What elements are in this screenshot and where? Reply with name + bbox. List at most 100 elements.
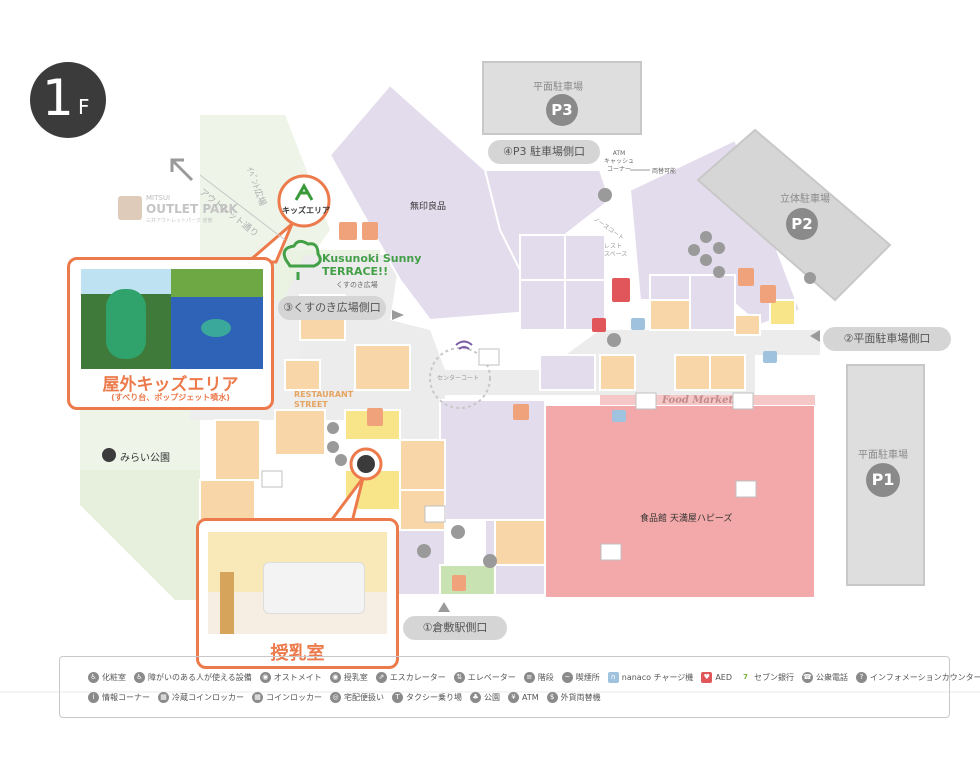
- restaurant-label-1: RESTAURANT: [294, 390, 354, 399]
- parking-p2-badge-text: P2: [791, 215, 813, 233]
- nanaco-icon: n: [607, 672, 619, 683]
- nanaco-icon: [631, 318, 645, 330]
- store-p2[interactable]: [354, 344, 411, 391]
- cold-locker-icon: ▦: [158, 692, 169, 703]
- legend: ♿化粧室♿障がいのある人が使える設備◉オストメイト◉授乳室⇗エスカレーター⇅エレ…: [59, 656, 980, 718]
- legend-item: ☎公衆電話: [802, 672, 848, 683]
- tree-icon: [282, 239, 322, 280]
- kids-marker[interactable]: [277, 174, 331, 228]
- parking-p3-badge-text: P3: [551, 101, 573, 119]
- legend-label: セブン銀行: [754, 673, 794, 682]
- legend-label: 喫煙所: [575, 673, 600, 682]
- atm-icon: ¥: [508, 692, 519, 703]
- parking-p3-badge: P3: [546, 94, 578, 126]
- northwest-arrow-icon: [170, 158, 194, 182]
- park-icon: [102, 448, 116, 462]
- store-c8[interactable]: [439, 399, 546, 521]
- store-p10[interactable]: [709, 354, 746, 391]
- legend-item: $外貨両替機: [546, 692, 601, 703]
- legend-item: ◉授乳室: [329, 672, 368, 683]
- entrance-1-pill[interactable]: ①倉敷駅側口: [403, 616, 507, 640]
- seven-bank-icon: 7: [740, 672, 751, 683]
- store-g1[interactable]: [439, 564, 496, 596]
- legend-label: エスカレーター: [389, 673, 446, 682]
- store-p5[interactable]: [199, 479, 256, 521]
- legend-label: nanaco チャージ機: [621, 673, 694, 682]
- store-p15[interactable]: [769, 299, 796, 326]
- store-c10[interactable]: [394, 529, 446, 596]
- legend-label: タクシー乗り場: [406, 693, 462, 702]
- store-p4[interactable]: [274, 409, 326, 456]
- nursing-card[interactable]: 授乳室: [196, 518, 399, 669]
- entrance-2-pill[interactable]: ②平面駐車場側口: [823, 327, 951, 351]
- store-p6[interactable]: [399, 439, 446, 491]
- legend-label: 障がいのある人が使える設備: [148, 673, 252, 682]
- outlet-logo-mitsui: MITSUI: [146, 194, 171, 202]
- park-area: [80, 470, 200, 600]
- outlet-logo-sub: 三井アウトレットパーク 倉敷: [146, 218, 213, 224]
- legend-label: AED: [715, 673, 732, 682]
- store-c3[interactable]: [519, 279, 566, 331]
- store-food-hall[interactable]: [544, 404, 816, 599]
- nursing-photo: [208, 532, 387, 634]
- legend-item: ♿障がいのある人が使える設備: [134, 672, 252, 683]
- store-c1[interactable]: [519, 234, 566, 281]
- store-p13[interactable]: [494, 519, 546, 566]
- wifi-icon: [455, 340, 473, 350]
- smoking-icon: ~: [561, 672, 573, 683]
- kids-photo-trees: [171, 269, 263, 297]
- legend-label: ATM: [522, 693, 539, 702]
- legend-label: 外貨両替機: [560, 693, 601, 702]
- store-p9[interactable]: [674, 354, 711, 391]
- parking-p1-badge-text: P1: [871, 470, 895, 489]
- store-c2[interactable]: [564, 234, 606, 281]
- store-c6[interactable]: [689, 274, 736, 331]
- nursing-photo-table: [263, 562, 365, 614]
- kids-photo-fountain: [171, 269, 263, 369]
- store-p8[interactable]: [599, 354, 636, 391]
- legend-label: エレベーター: [467, 673, 516, 682]
- store-p3[interactable]: [214, 419, 261, 481]
- taxi-icon: T: [392, 692, 403, 703]
- restaurant-label-2: STREET: [294, 400, 328, 409]
- legend-label: コインロッカー: [266, 693, 322, 702]
- kids-sub: (すべり台、ポップジェット噴水): [111, 393, 230, 402]
- exchange-icon: $: [546, 692, 558, 703]
- legend-label: 授乳室: [343, 673, 368, 682]
- restroom-icon: ♿: [88, 672, 99, 683]
- store-p12[interactable]: [734, 314, 761, 336]
- legend-label: 宅配便扱い: [344, 693, 384, 702]
- legend-label: インフォメーションカウンター: [870, 673, 980, 682]
- legend-item: ⇅エレベーター: [453, 672, 516, 683]
- store-c7[interactable]: [539, 354, 596, 391]
- kids-photo-playground: [81, 269, 171, 369]
- road-line-1: [199, 174, 286, 241]
- legend-item: ≡階段: [523, 672, 554, 683]
- stairs-escalator-icons: [339, 222, 776, 591]
- park-label: みらい公園: [120, 453, 170, 464]
- center-court: [429, 347, 491, 409]
- parking-p2-label: 立体駐車場: [780, 194, 830, 205]
- legend-label: 公園: [484, 693, 500, 702]
- legend-label: 冷蔵コインロッカー: [172, 693, 244, 702]
- kids-card[interactable]: 屋外キッズエリア (すべり台、ポップジェット噴水): [67, 257, 274, 410]
- legend-label: 公衆電話: [816, 673, 848, 682]
- entrance-3-pill[interactable]: ③くすのき広場側口: [278, 296, 386, 320]
- store-p11[interactable]: [649, 299, 691, 331]
- nanaco-icon-3: [763, 351, 777, 363]
- entrance-4-pill[interactable]: ④P3 駐車場側口: [488, 140, 600, 164]
- kusunoki-title-2: TERRACE!!: [322, 265, 389, 278]
- store-p14[interactable]: [284, 359, 321, 391]
- muji-label: 無印良品: [410, 202, 447, 212]
- parking-p2-badge: P2: [786, 208, 818, 240]
- nursing-icon: ◉: [329, 672, 341, 683]
- entrance-2-label: ②平面駐車場側口: [843, 332, 931, 345]
- floor-badge: 1 F: [30, 62, 106, 138]
- floor-number: 1: [42, 69, 74, 127]
- info-icon: ?: [856, 672, 867, 683]
